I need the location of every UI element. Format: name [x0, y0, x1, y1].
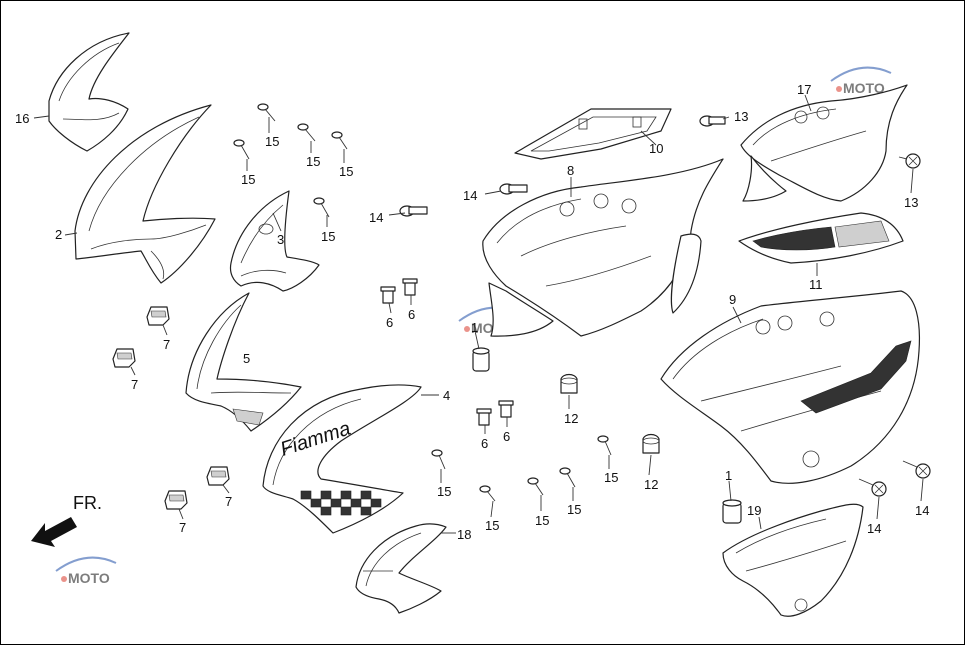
part-3-inner-panel: [229, 190, 320, 292]
callout-12: 12: [564, 411, 578, 426]
part-17-upper-rear-panel: [740, 84, 908, 202]
watermark-text: MOTO: [843, 80, 885, 96]
bolt-part-13: [898, 153, 921, 169]
part-18-lower-panel: [355, 523, 456, 614]
screw-part-15: [527, 477, 544, 496]
callout-12: 12: [644, 477, 658, 492]
callout-3: 3: [277, 232, 284, 247]
callout-leader-lines: [130, 116, 924, 520]
callout-16: 16: [15, 111, 29, 126]
callout-4: 4: [443, 388, 450, 403]
bolt-part-14: [858, 478, 887, 497]
collar-part-1: [472, 330, 490, 372]
callout-6: 6: [386, 315, 393, 330]
bolt-part-14: [499, 183, 528, 195]
callout-15: 15: [306, 154, 320, 169]
nut-part-6: [402, 278, 418, 296]
screw-part-15: [297, 123, 316, 142]
callout-2: 2: [55, 227, 62, 242]
callout-15: 15: [339, 164, 353, 179]
nut-part-6: [380, 286, 396, 304]
callout-7: 7: [225, 494, 232, 509]
screw-part-15: [331, 131, 348, 150]
part-2-front-cowl-left: [64, 104, 216, 284]
callout-5: 5: [243, 351, 250, 366]
screw-part-15: [233, 139, 250, 160]
callout-10: 10: [649, 141, 663, 156]
front-direction-arrow: [31, 517, 77, 547]
clip-part-7: [164, 490, 188, 510]
part-11-decal: [738, 212, 904, 276]
front-direction-label: FR.: [73, 493, 102, 513]
callout-6: 6: [408, 307, 415, 322]
grommet-part-12: [642, 433, 660, 454]
callout-15: 15: [437, 484, 451, 499]
callout-14: 14: [867, 521, 881, 536]
collar-part-1: [722, 480, 742, 524]
callout-17: 17: [797, 82, 811, 97]
bolt-part-14: [902, 460, 931, 479]
callout-15: 15: [567, 502, 581, 517]
clip-part-7: [206, 466, 230, 486]
callout-18: 18: [457, 527, 471, 542]
part-4-front-side-panel: Fiamma: [262, 384, 439, 534]
clip-part-7: [146, 306, 170, 326]
callout-13: 13: [734, 109, 748, 124]
callout-15: 15: [604, 470, 618, 485]
callout-6: 6: [503, 429, 510, 444]
callout-14: 14: [369, 210, 383, 225]
clip-part-7: [112, 348, 136, 368]
callout-15: 15: [265, 134, 279, 149]
nut-part-6: [498, 400, 514, 418]
nut-part-6: [476, 408, 492, 426]
callout-11: 11: [809, 277, 823, 292]
part-5-front-inner-cover: [185, 292, 302, 432]
screw-part-15: [479, 485, 496, 502]
screw-part-15: [559, 467, 576, 488]
grommet-part-12: [560, 373, 578, 394]
callout-15: 15: [485, 518, 499, 533]
callout-1: 1: [471, 320, 478, 335]
screw-part-15: [431, 449, 446, 470]
watermark-text: MOTO: [68, 570, 110, 586]
bolt-part-13: [699, 115, 726, 127]
callout-14: 14: [463, 188, 477, 203]
part-8-center-body-panel: [482, 158, 724, 337]
callout-9: 9: [729, 292, 736, 307]
callout-6: 6: [481, 436, 488, 451]
callout-7: 7: [163, 337, 170, 352]
part-16-upper-cowl-left: [33, 32, 130, 152]
checker-decal: [300, 490, 382, 516]
callout-15: 15: [321, 229, 335, 244]
callout-15: 15: [241, 172, 255, 187]
callout-15: 15: [535, 513, 549, 528]
screw-part-15: [597, 435, 612, 456]
callout-1: 1: [725, 468, 732, 483]
callout-19: 19: [747, 503, 761, 518]
part-19-lower-rear-panel: [722, 503, 864, 617]
part-9-rear-side-body: [660, 290, 921, 484]
callout-7: 7: [179, 520, 186, 535]
callout-8: 8: [567, 163, 574, 178]
callout-14: 14: [915, 503, 929, 518]
callout-7: 7: [131, 377, 138, 392]
bolt-part-14: [399, 205, 428, 217]
screw-part-15: [257, 103, 276, 122]
screw-part-15: [313, 197, 330, 218]
callout-13: 13: [904, 195, 918, 210]
part-10-top-frame: [514, 108, 672, 160]
callout-labels: 1 1 2 3 4 5 6 6 6 6 7 7 7 7 8 9 10 11 12…: [15, 82, 929, 542]
